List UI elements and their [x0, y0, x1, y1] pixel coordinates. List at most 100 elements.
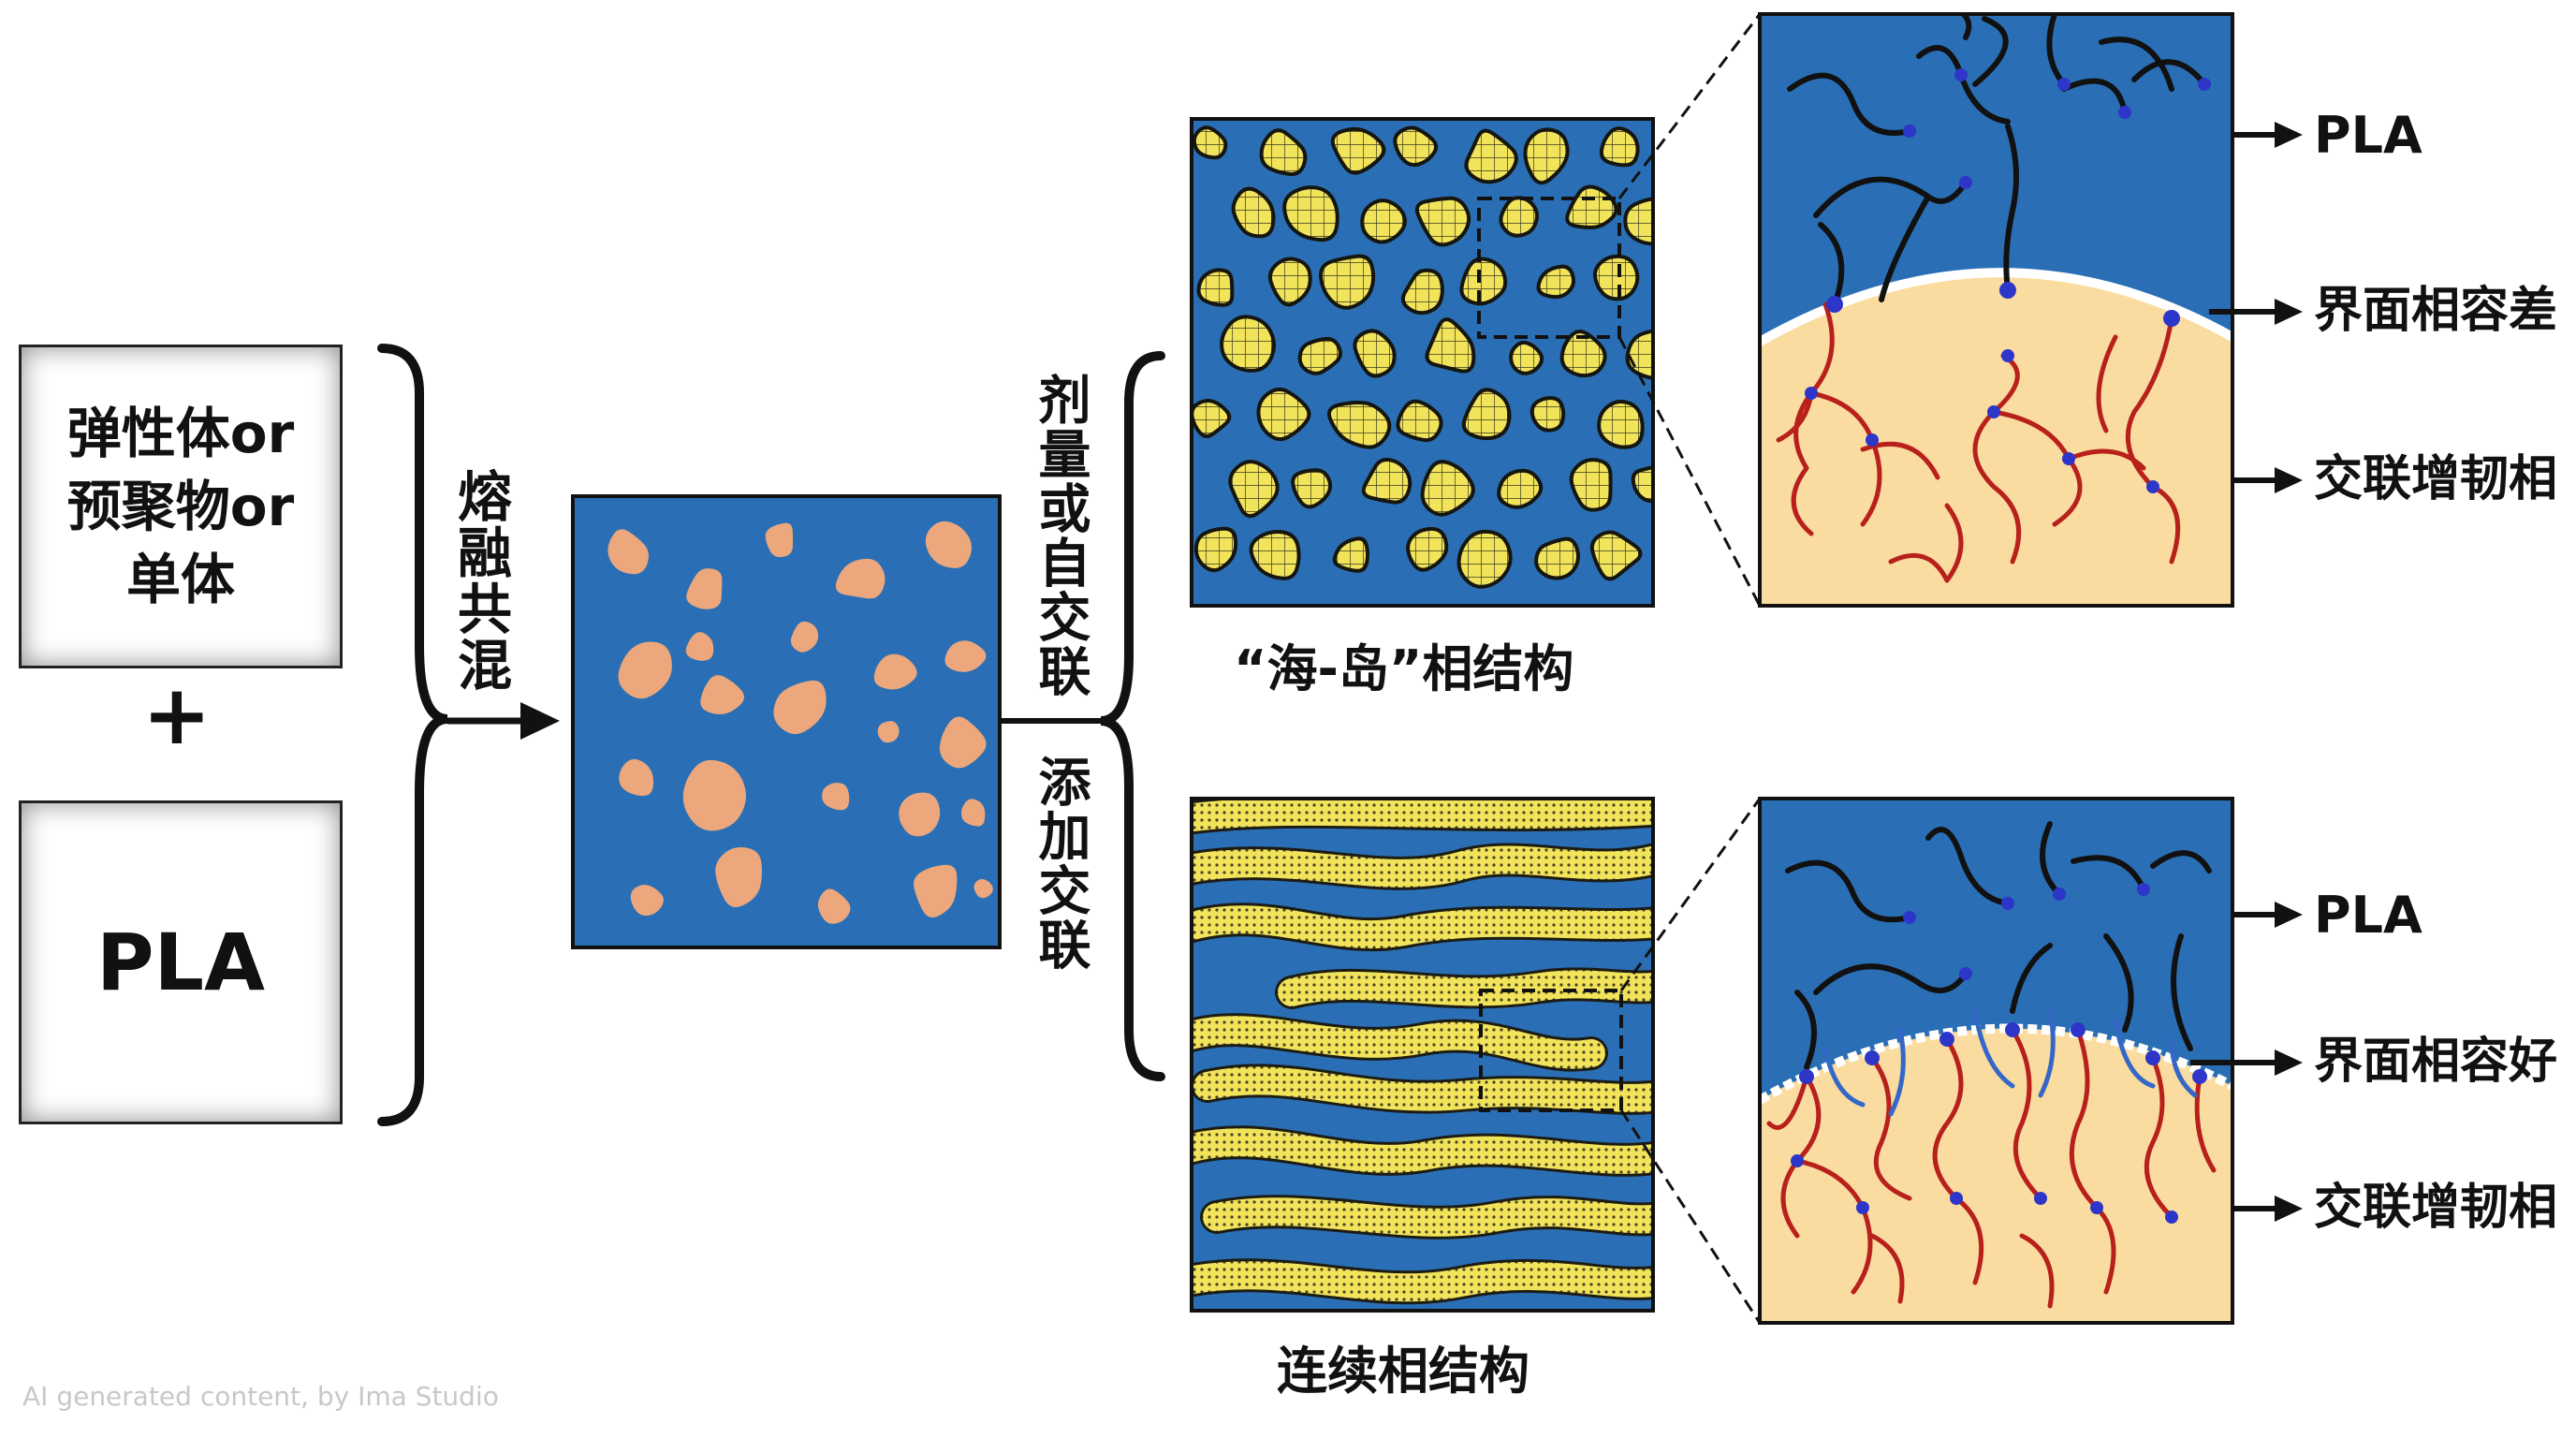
- island-particle: [1523, 127, 1570, 185]
- right-brace: [1100, 351, 1165, 1081]
- rubber-particle: [944, 640, 987, 672]
- rubber-particle: [973, 879, 993, 899]
- island-particle: [1332, 536, 1370, 573]
- rubber-particle: [925, 521, 972, 568]
- island-particle: [1597, 399, 1645, 449]
- island-particle: [1249, 529, 1301, 580]
- island-particle: [1592, 254, 1640, 301]
- island-particle: [1192, 125, 1228, 160]
- top-label-interface: 界面相容差: [2314, 283, 2558, 339]
- rubber-particle: [835, 558, 886, 599]
- island-particle: [1425, 317, 1476, 374]
- island-particle: [1530, 396, 1566, 433]
- island-particle: [1559, 330, 1607, 378]
- box1-line-3: 单体: [125, 548, 235, 611]
- box2-label: PLA: [95, 917, 266, 1008]
- island-particle: [1353, 329, 1397, 378]
- rubber-particle: [790, 621, 819, 653]
- sea-island-panel: [1190, 117, 1655, 608]
- island-particle: [1228, 460, 1280, 519]
- bottom-label-toughening: 交联增韧相: [2314, 1180, 2558, 1236]
- island-particle: [1534, 536, 1580, 580]
- crosslink-label-lower: 添加交联: [1030, 755, 1090, 972]
- island-particle: [1499, 196, 1539, 238]
- rubber-particle: [899, 792, 941, 837]
- island-particle: [1459, 257, 1508, 306]
- rubber-particle: [960, 799, 986, 827]
- continuous-band: [1192, 905, 1653, 949]
- island-particle: [1569, 458, 1613, 512]
- island-particle: [1256, 387, 1311, 442]
- island-particle: [1267, 257, 1312, 307]
- island-particle: [1414, 196, 1471, 247]
- top-label-toughening: 交联增韧相: [2314, 451, 2558, 507]
- island-particle: [1330, 126, 1386, 175]
- island-particle: [1461, 388, 1512, 441]
- continuous-band: [1203, 1197, 1653, 1237]
- rubber-particle: [822, 783, 850, 811]
- rubber-particle: [765, 522, 794, 558]
- island-particle: [1631, 464, 1653, 504]
- continuous-caption: 连续相结构: [1277, 1342, 1530, 1401]
- island-particle: [1259, 128, 1308, 176]
- watermark: AI generated content, by Ima Studio: [22, 1381, 499, 1412]
- island-particle: [1360, 198, 1407, 244]
- rubber-particle: [773, 680, 827, 735]
- continuous-band: [1192, 1261, 1653, 1302]
- island-particle: [1231, 186, 1276, 239]
- island-particle: [1400, 268, 1444, 315]
- continuous-band: [1192, 1128, 1653, 1174]
- island-particle: [1192, 398, 1232, 438]
- crosslink-label-upper: 剂量或自交联: [1030, 373, 1090, 698]
- left-brace: [377, 344, 448, 1126]
- input-box-elastomer: 弹性体or 预聚物or 单体: [19, 345, 343, 668]
- island-particle: [1291, 468, 1333, 509]
- island-particle: [1406, 526, 1449, 572]
- zoom-good-interface: [1760, 799, 2232, 1323]
- continuous-band: [1192, 799, 1653, 832]
- rubber-particle: [700, 675, 745, 714]
- island-particle: [1393, 125, 1439, 168]
- rubber-particle: [685, 632, 714, 661]
- island-particle: [1456, 529, 1513, 589]
- bottom-label-interface: 界面相容好: [2314, 1034, 2558, 1090]
- island-particle: [1589, 530, 1643, 581]
- rubber-particle: [939, 716, 987, 769]
- rubber-particle: [686, 568, 723, 609]
- input-box-pla: PLA: [19, 800, 343, 1124]
- box1-line-1: 弹性体or: [66, 402, 295, 465]
- island-particle: [1623, 197, 1653, 246]
- island-particle: [1497, 468, 1544, 509]
- sea-island-caption: “海-岛”相结构: [1234, 639, 1574, 698]
- island-particle: [1396, 399, 1443, 443]
- continuous-phase-panel: [1190, 797, 1655, 1313]
- island-particle: [1509, 340, 1544, 375]
- rubber-particle: [682, 759, 746, 831]
- rubber-particle: [715, 847, 763, 907]
- plus-sign: +: [142, 667, 212, 763]
- island-particle: [1464, 128, 1518, 184]
- rubber-particle: [619, 758, 654, 797]
- island-particle: [1327, 401, 1392, 449]
- bottom-label-pla: PLA: [2314, 886, 2422, 945]
- island-particle: [1319, 254, 1376, 310]
- island-particle: [1536, 264, 1576, 300]
- blend-morphology-panel: [571, 494, 1002, 949]
- continuous-band: [1193, 1066, 1653, 1112]
- melt-blend-label: 熔融共混: [448, 468, 512, 693]
- island-particle: [1282, 185, 1339, 242]
- rubber-particle: [607, 529, 649, 575]
- island-particle: [1193, 526, 1238, 573]
- island-particle: [1220, 315, 1276, 373]
- rubber-particle: [877, 721, 900, 743]
- rubber-particle: [873, 653, 917, 690]
- rubber-particle: [618, 641, 672, 699]
- rubber-particle: [914, 864, 958, 917]
- continuous-band: [1192, 1016, 1605, 1069]
- zoom-poor-interface: [1760, 14, 2232, 606]
- island-particle: [1420, 460, 1475, 517]
- top-label-pla: PLA: [2314, 106, 2422, 165]
- island-particle: [1625, 329, 1653, 380]
- rubber-particle: [817, 888, 851, 924]
